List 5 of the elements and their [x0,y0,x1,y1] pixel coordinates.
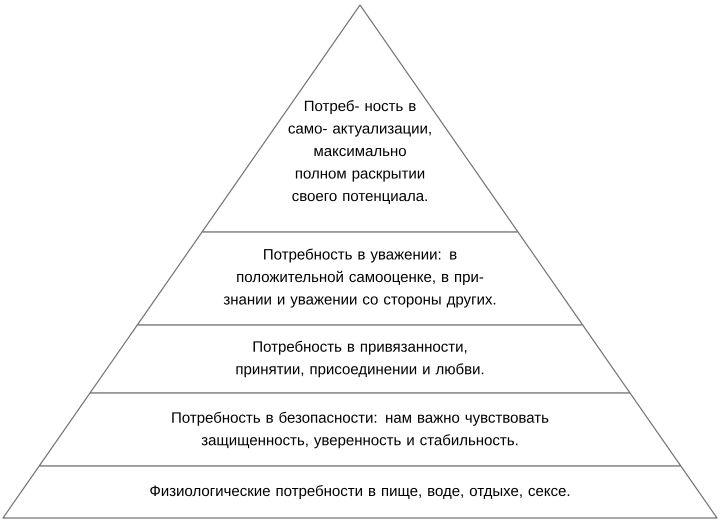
pyramid-level: Потребность в привязанности, принятии, присоединении и любви. [89,324,631,394]
pyramid-level: Потребность в уважении: в положительной самооценке, в при- знании и уважении со стороны других. [136,231,584,326]
pyramid-level: Потреб- ность в само- актуализации, максимально полном раскрытии своего потенциала. [201,4,519,233]
pyramid-level: Физиологические потребности в пище, воде, отдыхе, сексе. [2,465,718,519]
pyramid-level: Потребность в безопасности: нам важно чувствовать защищенность, уверенность и стабильность. [38,392,682,467]
